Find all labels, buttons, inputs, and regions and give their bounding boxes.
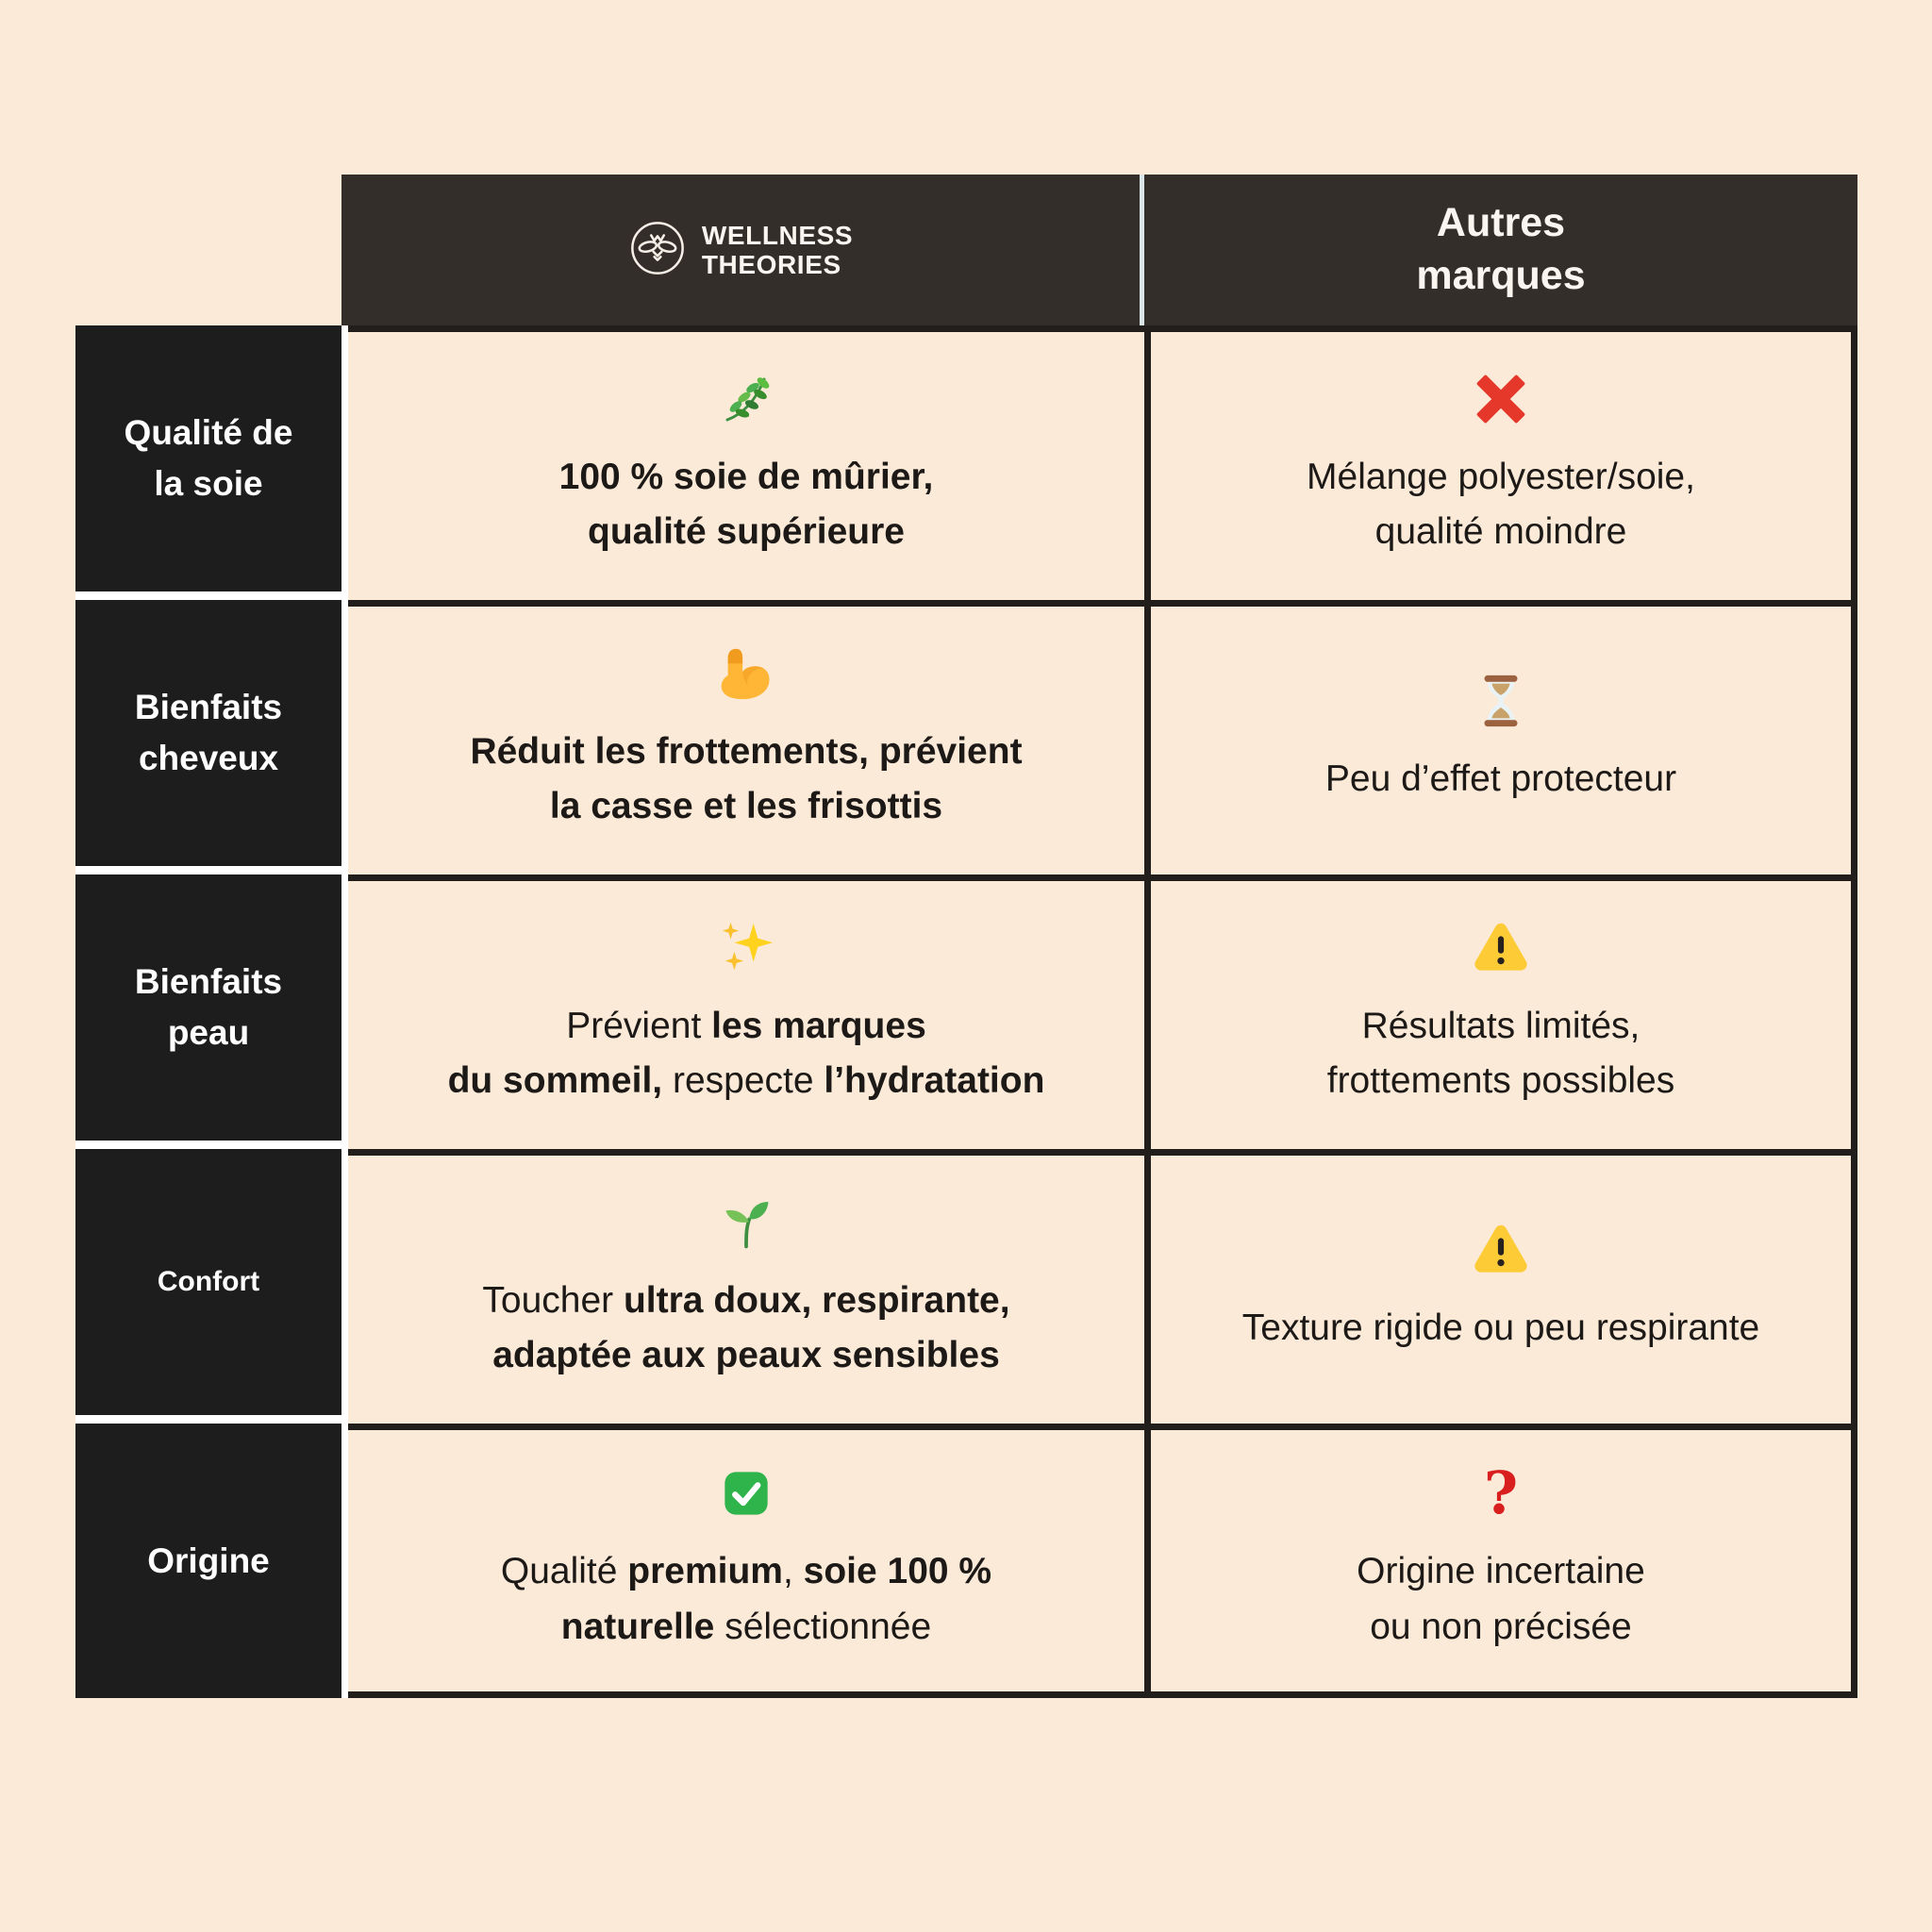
cell-text: Toucher ultra doux, respirante, adaptée …: [482, 1274, 1009, 1384]
cell-text: Qualité premium, soie 100 % naturelle sé…: [501, 1544, 991, 1655]
brand-header-cell: WELLNESS THEORIES: [341, 175, 1144, 325]
text-segment: premium: [627, 1551, 783, 1591]
text-segment: Mélange polyester/soie, qualité moindre: [1307, 456, 1695, 553]
warning-icon: [1472, 1218, 1530, 1282]
text-segment: Toucher: [482, 1279, 624, 1321]
competitor-cell: Peu d’effet protecteur: [1144, 600, 1857, 874]
brand-cell: Toucher ultra doux, respirante, adaptée …: [348, 1149, 1144, 1424]
text-segment: ultra doux, respirante, adaptée aux peau…: [492, 1279, 1010, 1376]
cell-text: Mélange polyester/soie, qualité moindre: [1307, 450, 1695, 560]
competitor-header-cell: Autres marques: [1144, 175, 1857, 325]
brand-logo-text: WELLNESS THEORIES: [702, 221, 853, 280]
text-segment: Peu d’effet protecteur: [1324, 758, 1677, 799]
text-segment: Réduit les frottements, prévient la cass…: [470, 730, 1023, 827]
competitor-cell: Mélange polyester/soie, qualité moindre: [1144, 325, 1857, 600]
brand-cell: Qualité premium, soie 100 % naturelle sé…: [348, 1424, 1144, 1698]
hourglass-icon: [1474, 669, 1527, 733]
red-question-icon: ?: [1483, 1458, 1519, 1527]
cell-text: Origine incertaine ou non précisée: [1357, 1544, 1645, 1655]
warning-icon: [1472, 916, 1530, 980]
cell-text: 100 % soie de mûrier, qualité supérieure: [559, 450, 934, 560]
text-segment: Prévient: [566, 1005, 712, 1046]
row-label: Qualité de la soie: [75, 325, 341, 600]
brand-cell: Réduit les frottements, prévient la cass…: [348, 600, 1144, 874]
cell-text: Réduit les frottements, prévient la cass…: [470, 724, 1022, 835]
cell-text: Prévient les marques du sommeil, respect…: [448, 999, 1045, 1109]
check-mark-icon: [719, 1461, 774, 1525]
row-label: Bienfaits peau: [75, 874, 341, 1149]
bee-logo-icon: [628, 219, 687, 282]
text-segment: Texture rigide ou peu respirante: [1241, 1307, 1760, 1348]
row-label: Confort: [75, 1149, 341, 1424]
competitor-cell: ? Origine incertaine ou non précisée: [1144, 1424, 1857, 1698]
column-gap-divider: [341, 325, 348, 1698]
text-segment: ,: [782, 1551, 804, 1591]
text-segment: les marques du sommeil,: [447, 1005, 926, 1102]
text-segment: 100 % soie de mûrier, qualité supérieure: [558, 456, 934, 553]
brand-name-line2: THEORIES: [701, 250, 841, 279]
sparkles-icon: [717, 916, 775, 980]
text-segment: Origine incertaine ou non précisée: [1357, 1551, 1645, 1647]
cell-text: Peu d’effet protecteur: [1325, 752, 1676, 808]
cell-text: Résultats limités, frottements possibles: [1327, 999, 1675, 1109]
row-label: Bienfaits cheveux: [75, 600, 341, 874]
row-label: Origine: [75, 1424, 341, 1698]
competitor-cell: Texture rigide ou peu respirante: [1144, 1149, 1857, 1424]
competitor-cell: Résultats limités, frottements possibles: [1144, 874, 1857, 1149]
comparison-table: WELLNESS THEORIES Autres marques Qualité…: [75, 175, 1857, 1698]
brand-cell: 100 % soie de mûrier, qualité supérieure: [348, 325, 1144, 600]
text-segment: Qualité: [500, 1551, 628, 1591]
seedling-icon: [718, 1191, 774, 1255]
text-segment: sélectionnée: [714, 1606, 932, 1647]
cell-text: Texture rigide ou peu respirante: [1242, 1301, 1760, 1357]
brand-cell: Prévient les marques du sommeil, respect…: [348, 874, 1144, 1149]
text-segment: soie 100 % naturelle: [560, 1551, 992, 1647]
text-segment: l’hydratation: [824, 1060, 1045, 1101]
text-segment: respecte: [662, 1060, 824, 1101]
brand-name-line1: WELLNESS: [701, 220, 854, 250]
text-segment: Résultats limités, frottements possibles: [1326, 1005, 1675, 1102]
cross-mark-icon: [1474, 367, 1528, 431]
flexed-biceps-icon: [717, 641, 775, 706]
herb-icon: [716, 367, 776, 431]
